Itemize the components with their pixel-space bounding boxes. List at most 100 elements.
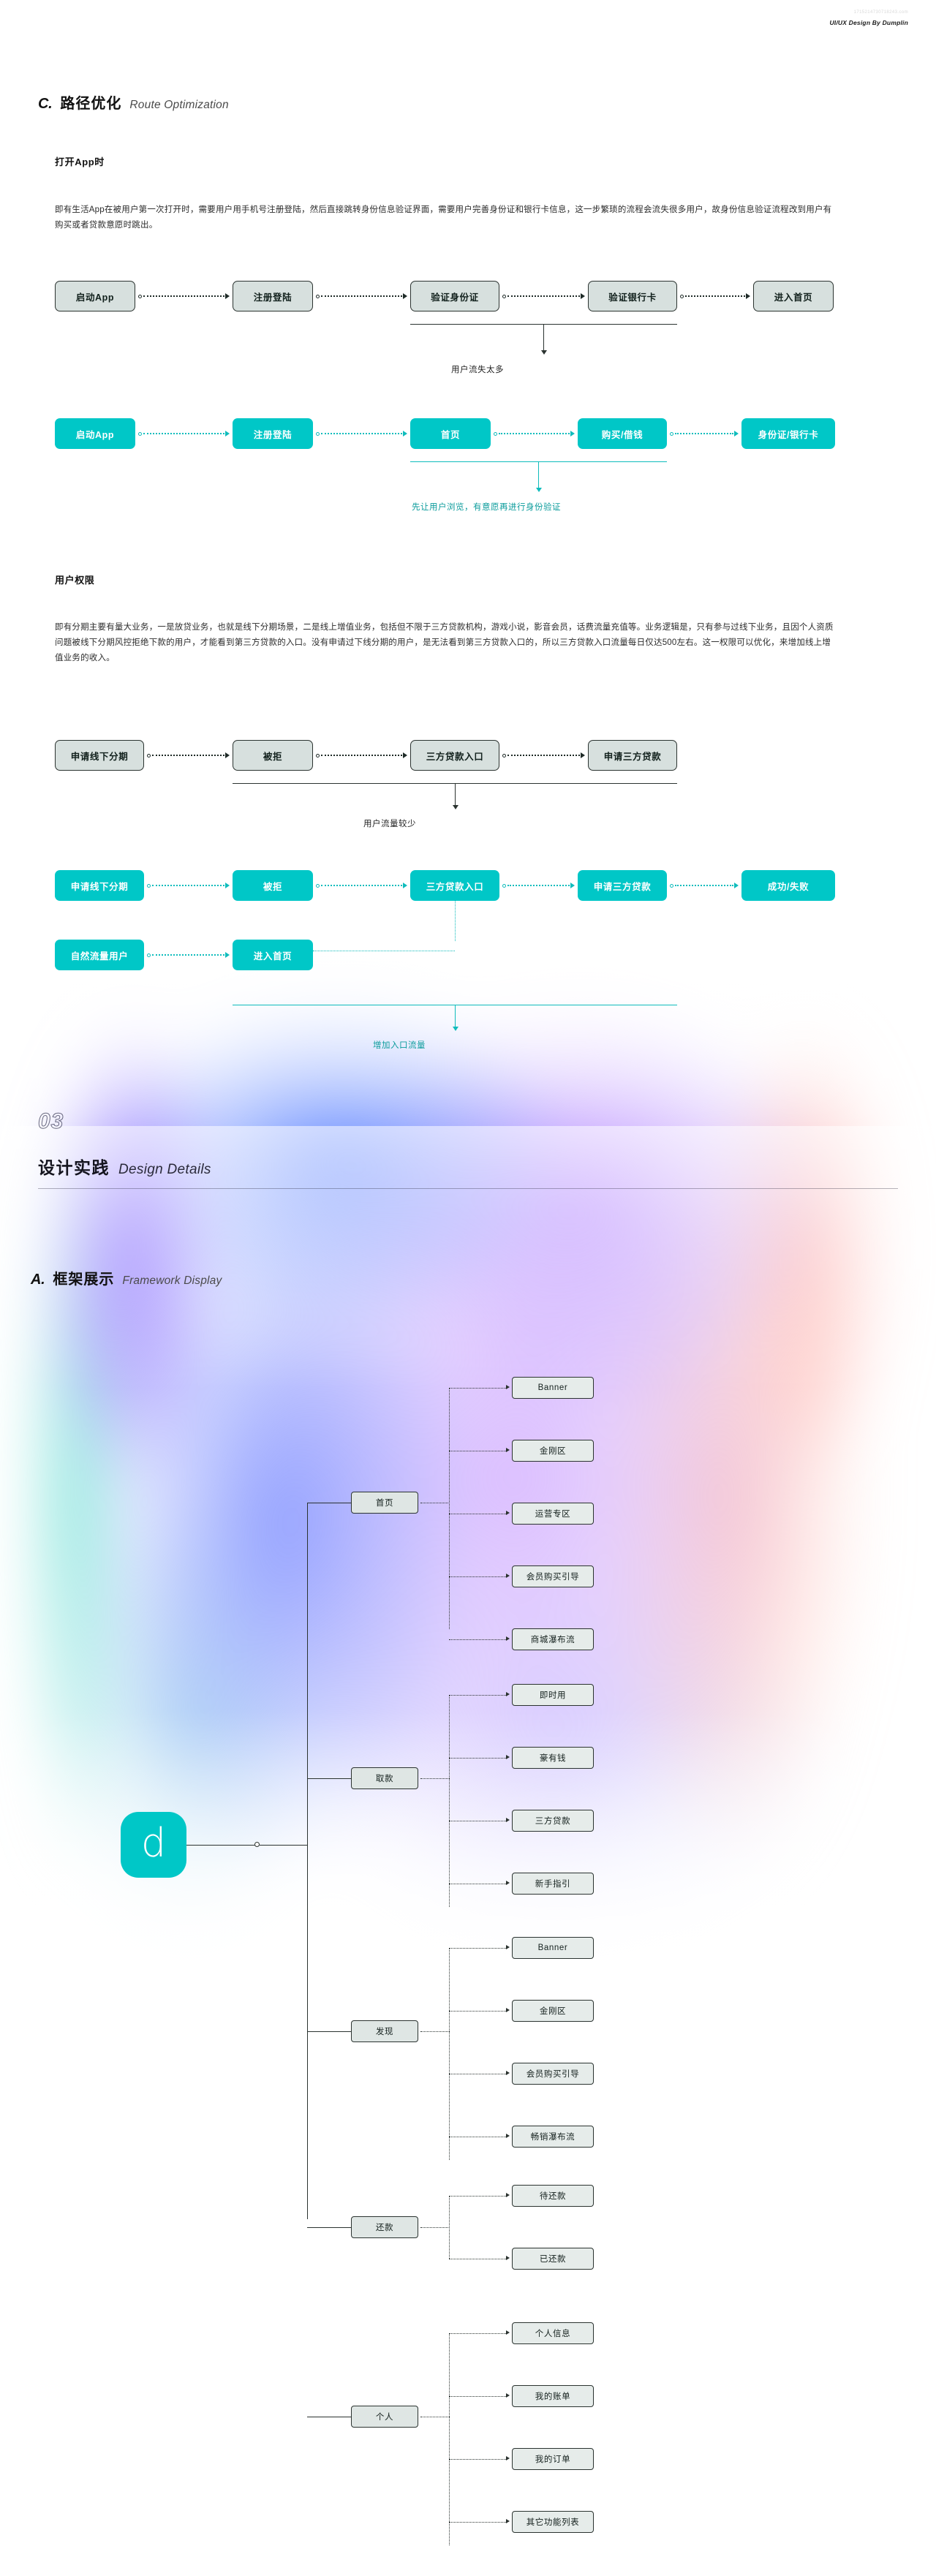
flow-node-after-2: 注册登陆	[233, 418, 313, 449]
subheading-user-permission: 用户权限	[55, 575, 95, 586]
sitemap-leaf-1-2[interactable]: 金刚区	[512, 1440, 594, 1462]
branch1-child-line-1	[449, 1388, 507, 1389]
sitemap-leaf-3-3[interactable]: 会员购买引导	[512, 2063, 594, 2085]
sitemap-leaf-3-2[interactable]: 金刚区	[512, 2000, 594, 2022]
flow2-node-before-3: 三方贷款入口	[410, 740, 499, 771]
branch1-child-arrow-2	[506, 1448, 510, 1452]
branch1-child-arrow-4	[506, 1574, 510, 1578]
sitemap-leaf-2-4[interactable]: 新手指引	[512, 1873, 594, 1895]
flow2-node-after-3: 三方贷款入口	[410, 870, 499, 901]
sitemap-leaf-1-5[interactable]: 商城瀑布流	[512, 1628, 594, 1650]
flow-node-after-4: 购买/借钱	[578, 418, 667, 449]
branch2-child-arrow-3	[506, 1818, 510, 1822]
sitemap-leaf-1-1[interactable]: Banner	[512, 1377, 594, 1399]
branch5-child-arrow-4	[506, 2519, 510, 2523]
sitemap-leaf-2-3[interactable]: 三方贷款	[512, 1810, 594, 1832]
branch3-child-arrow-4	[506, 2134, 510, 2138]
sitemap-leaf-2-2[interactable]: 豪有钱	[512, 1747, 594, 1769]
flow-node-before-5: 进入首页	[753, 281, 834, 311]
connector-after-1	[138, 431, 230, 437]
connector2-before-3	[502, 752, 585, 758]
caption-after-1: 先让用户浏览，有意愿再进行身份验证	[412, 503, 561, 512]
connector-before-1	[138, 293, 230, 299]
section-03-title: 设计实践 Design Details	[38, 1154, 211, 1179]
paragraph-user-permission: 即有分期主要有量大业务，一是放贷业务，也就是线下分期场景，二是线上增值业务，包括…	[55, 623, 834, 662]
paragraph-open-app: 即有生活App在被用户第一次打开时，需要用户用手机号注册登陆，然后直接跳转身份信…	[55, 205, 832, 230]
sitemap-leaf-4-1[interactable]: 待还款	[512, 2185, 594, 2207]
branch5-child-line-2	[449, 2396, 507, 2397]
sitemap-branch-4[interactable]: 还款	[351, 2216, 418, 2238]
sitemap-branch-2[interactable]: 取款	[351, 1767, 418, 1789]
section-03-number: 03	[37, 1109, 64, 1134]
branch3-bus	[449, 1948, 450, 2160]
connector2-after-3	[502, 883, 575, 888]
branch2-bus	[449, 1695, 450, 1907]
sitemap-leaf-1-4[interactable]: 会员购买引导	[512, 1565, 594, 1587]
section-c-title-cn: 路径优化	[60, 96, 122, 112]
sitemap-leaf-5-2[interactable]: 我的账单	[512, 2385, 594, 2407]
branch5-child-line-1	[449, 2333, 507, 2334]
branch4-child-arrow-2	[506, 2256, 510, 2260]
branch4-child-line-1	[449, 2196, 507, 2197]
sitemap-branch-5[interactable]: 个人	[351, 2406, 418, 2428]
section-a-title: A. 框架展示 Framework Display	[31, 1267, 222, 1288]
sitemap-leaf-3-4[interactable]: 畅销瀑布流	[512, 2126, 594, 2148]
watermark: 1715214730718243.com UI/UX Design By Dum…	[829, 10, 908, 26]
connector-before-3	[502, 293, 585, 299]
flow2-node-after-2: 被拒	[233, 870, 313, 901]
sitemap-leaf-3-1[interactable]: Banner	[512, 1937, 594, 1959]
section-03-title-en: Design Details	[118, 1162, 211, 1177]
app-logo-glyph: d	[140, 1820, 167, 1866]
flow2-node-after2-1: 自然流量用户	[55, 940, 144, 970]
section-03-divider	[38, 1188, 898, 1189]
branch2-child-arrow-2	[506, 1755, 510, 1759]
bracket-stem-before-2	[455, 783, 456, 807]
section-c-letter: C.	[38, 96, 53, 112]
sitemap-leaf-2-1[interactable]: 即时用	[512, 1684, 594, 1706]
bracket-arrow-after-2	[453, 1027, 458, 1031]
section-03-title-cn: 设计实践	[38, 1158, 110, 1177]
branch1-child-arrow-5	[506, 1636, 510, 1641]
sitemap-branch-1[interactable]: 首页	[351, 1492, 418, 1514]
bracket-stem-after-1	[538, 461, 540, 489]
connector-before-2	[316, 293, 407, 299]
flow2-node-after-1: 申请线下分期	[55, 870, 144, 901]
bracket-arrow-before-1	[541, 350, 547, 355]
branch1-child-line-5	[449, 1639, 507, 1640]
subheading-open-app: 打开App时	[55, 156, 105, 167]
section-c-title-en: Route Optimization	[129, 99, 229, 111]
flow2-node-after2-2: 进入首页	[233, 940, 313, 970]
connector-after-3	[494, 431, 575, 437]
branch-line-2	[307, 1778, 351, 1780]
branch1-child-arrow-3	[506, 1511, 510, 1515]
branch1-child-line-4	[449, 1576, 507, 1577]
branch5-child-arrow-1	[506, 2330, 510, 2335]
section-c-title: C. 路径优化 Route Optimization	[38, 91, 229, 113]
flow-node-before-4: 验证银行卡	[588, 281, 677, 311]
connector-before-4	[680, 293, 750, 299]
sitemap-leaf-5-3[interactable]: 我的订单	[512, 2448, 594, 2470]
sitemap-leaf-5-1[interactable]: 个人信息	[512, 2322, 594, 2344]
branch3-stub	[420, 2031, 450, 2032]
sitemap-leaf-4-2[interactable]: 已还款	[512, 2248, 594, 2270]
flow-node-before-1: 启动App	[55, 281, 135, 311]
branch5-bus	[449, 2333, 450, 2545]
branch2-child-line-1	[449, 1695, 507, 1696]
flow2-node-before-2: 被拒	[233, 740, 313, 771]
sitemap-branch-3[interactable]: 发现	[351, 2020, 418, 2042]
flow-node-after-3: 首页	[410, 418, 491, 449]
connector2-after-4	[670, 883, 739, 888]
connector2-after-2	[316, 883, 407, 888]
branch4-child-arrow-1	[506, 2193, 510, 2197]
sitemap-leaf-5-4[interactable]: 其它功能列表	[512, 2511, 594, 2533]
section-a-title-cn: 框架展示	[53, 1272, 115, 1288]
logo-connector-line	[186, 1845, 256, 1846]
sitemap-leaf-1-3[interactable]: 运营专区	[512, 1503, 594, 1525]
trunk-lead	[260, 1845, 307, 1846]
watermark-brand: UI/UX Design By Dumplin	[829, 19, 908, 26]
branch4-bus	[449, 2196, 450, 2259]
connector-after-4	[670, 431, 739, 437]
connector2-before-2	[316, 752, 407, 758]
branch3-child-arrow-3	[506, 2071, 510, 2075]
branch3-child-line-2	[449, 2011, 507, 2012]
